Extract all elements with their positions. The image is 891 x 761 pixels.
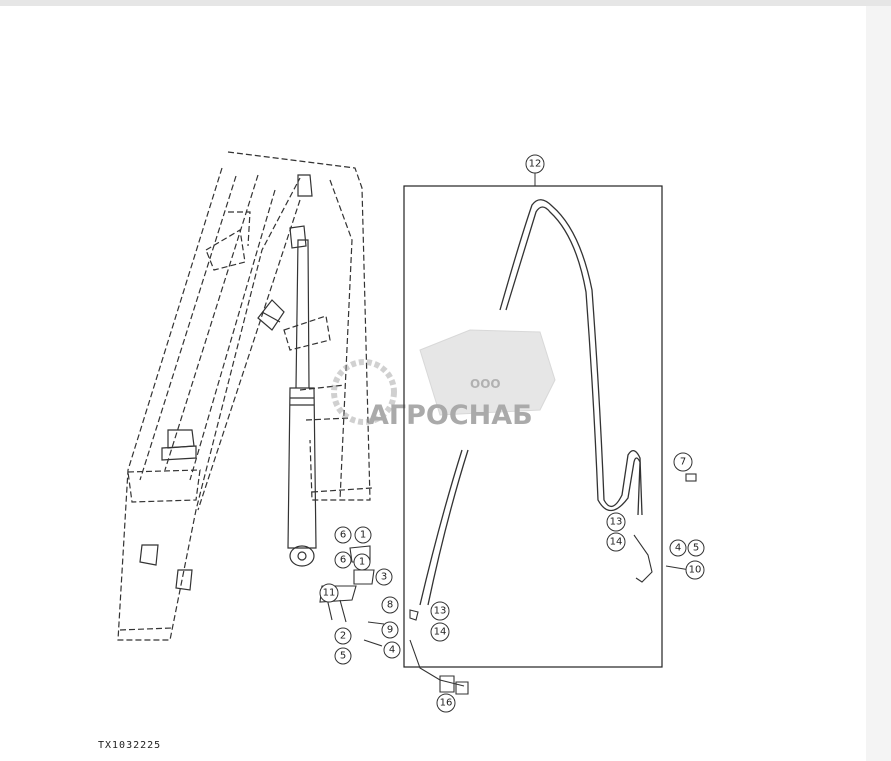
callout-5: 5 [334,647,352,665]
callout-2: 2 [334,627,352,645]
boom-arm-outline [117,151,373,641]
callout-label: 1 [360,530,366,541]
callout-1: 1 [354,526,372,544]
callout-label: 12 [529,159,542,170]
watermark-name: АГРОСНАБ [368,400,533,431]
callout-label: 5 [693,543,699,554]
callout-label: 5 [340,651,346,662]
callout-label: 13 [434,606,447,617]
callout-4: 4 [383,641,401,659]
callout-3: 3 [375,568,393,586]
callout-label: 8 [387,600,393,611]
top-border [0,0,891,6]
callout-label: 11 [323,588,336,599]
callout-label: 9 [387,625,393,636]
callout-8: 8 [381,596,399,614]
callout-label: 14 [610,537,623,548]
figure-id-label: TX1032225 [98,740,162,751]
callout-label: 2 [340,631,346,642]
callout-12: 12 [525,154,545,186]
callout-14: 14 [430,622,450,642]
callout-7: 7 [673,452,693,472]
callout-label: 13 [610,517,623,528]
callout-1: 1 [353,553,371,571]
callout-10: 10 [685,560,705,580]
callout-label: 7 [680,457,686,468]
callout-label: 16 [440,698,453,709]
callout-13: 13 [430,601,450,621]
fittings [319,473,697,695]
callout-14: 14 [606,532,626,552]
callout-label: 6 [340,555,346,566]
callout-16: 16 [436,693,456,713]
watermark: ООО АГРОСНАБ [331,329,556,431]
callout-11: 11 [319,583,339,603]
watermark-prefix: ООО [470,377,501,391]
hose-12 [419,199,643,606]
callout-13: 13 [606,512,626,532]
right-margin [866,6,891,761]
callout-4: 4 [669,539,687,557]
callout-label: 4 [675,543,681,554]
hose-detail-box [403,185,663,668]
callout-label: 4 [389,645,395,656]
callout-6: 6 [334,551,352,569]
callout-label: 3 [381,572,387,583]
callout-9: 9 [381,621,399,639]
callout-label: 1 [359,557,365,568]
boom-cylinder [139,174,317,591]
callout-label: 6 [340,530,346,541]
callout-6: 6 [334,526,352,544]
callout-label: 14 [434,627,447,638]
callout-5: 5 [687,539,705,557]
callout-label: 10 [689,565,702,576]
